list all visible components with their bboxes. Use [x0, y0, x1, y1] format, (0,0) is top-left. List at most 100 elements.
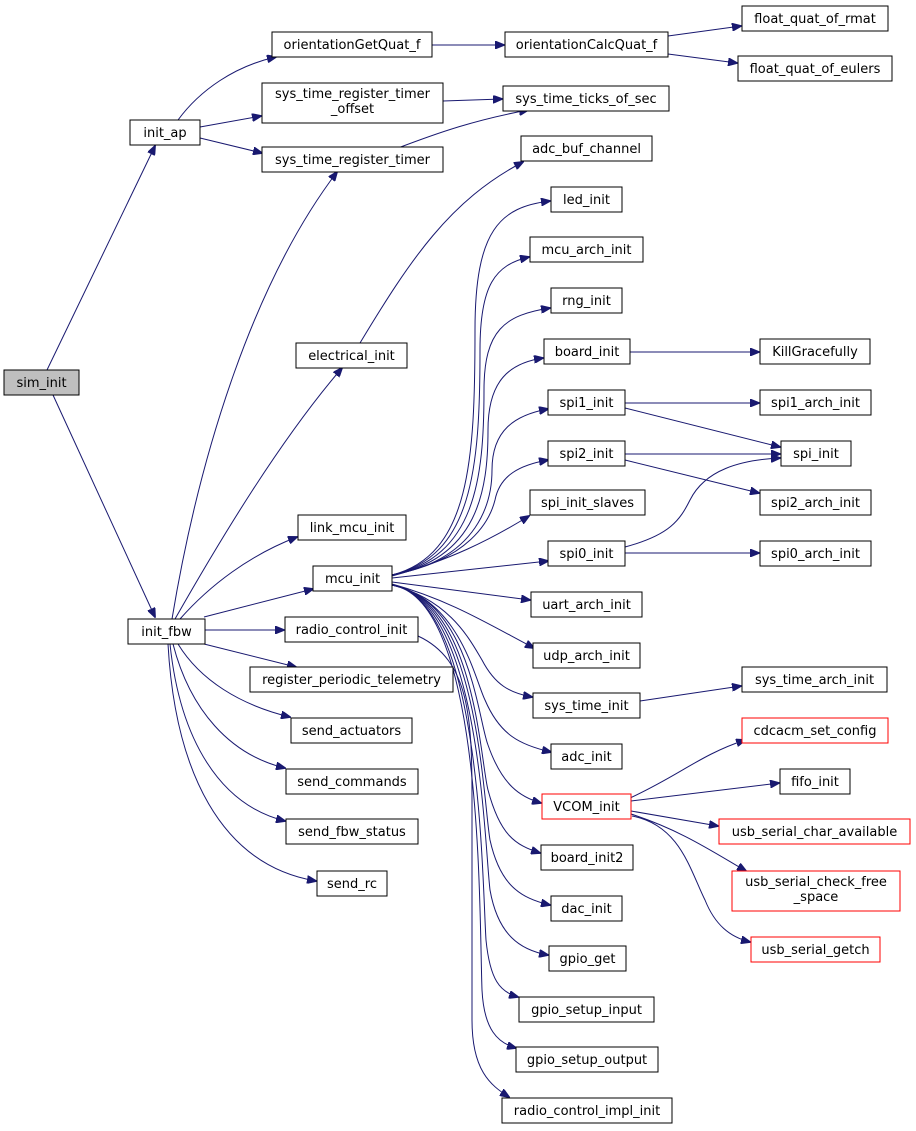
node-spi1_init[interactable]: spi1_init: [547, 389, 626, 416]
node-electrical_init[interactable]: electrical_init: [295, 342, 408, 369]
node-label: VCOM_init: [553, 800, 619, 815]
edges: [46, 26, 780, 1097]
edge-electrical_init-adc_buf_channel: [359, 162, 523, 344]
node-spi2_arch_init[interactable]: spi2_arch_init: [759, 489, 872, 516]
edge-mcu_init-adc_init: [391, 584, 551, 752]
edge-mcu_init-rng_init: [391, 308, 550, 576]
node-gpio_get[interactable]: gpio_get: [548, 945, 627, 972]
node-usb_serial_getch[interactable]: usb_serial_getch: [750, 936, 881, 963]
node-orientationCalcQuat_f[interactable]: orientationCalcQuat_f: [504, 31, 669, 58]
node-label: orientationGetQuat_f: [284, 38, 421, 53]
node-spi0_arch_init[interactable]: spi0_arch_init: [759, 540, 872, 567]
edge-spi1_init-spi_init: [624, 407, 780, 447]
node-sim_init[interactable]: sim_init: [3, 369, 80, 396]
node-init_ap[interactable]: init_ap: [129, 119, 201, 146]
node-label: rng_init: [562, 294, 611, 309]
node-send_rc[interactable]: send_rc: [316, 870, 388, 897]
edge-init_fbw-send_rc: [167, 643, 316, 881]
node-init_fbw[interactable]: init_fbw: [127, 618, 206, 645]
edge-init_fbw-link_mcu_init: [179, 537, 297, 620]
edge-init_fbw-electrical_init: [174, 368, 342, 620]
edge-sys_time_register_timer_offset-sys_time_ticks_of_sec: [442, 99, 502, 101]
node-KillGracefully[interactable]: KillGracefully: [759, 338, 871, 365]
node-label: float_quat_of_rmat: [754, 12, 876, 27]
node-fifo_init[interactable]: fifo_init: [779, 768, 851, 795]
node-spi_init_slaves[interactable]: spi_init_slaves: [529, 489, 646, 516]
node-radio_control_init[interactable]: radio_control_init: [284, 616, 419, 643]
edge-mcu_init-gpio_setup_output: [391, 584, 516, 1048]
node-send_actuators[interactable]: send_actuators: [290, 717, 413, 744]
edge-init_ap-sys_time_register_timer_offset: [199, 116, 261, 128]
node-sys_time_register_timer_offset[interactable]: sys_time_register_timer _offset: [261, 82, 444, 124]
node-label: led_init: [563, 193, 610, 208]
node-label: cdcacm_set_config: [754, 724, 877, 739]
node-sys_time_init[interactable]: sys_time_init: [532, 692, 641, 719]
node-label: spi1_arch_init: [771, 396, 860, 411]
node-usb_serial_char_available[interactable]: usb_serial_char_available: [718, 818, 911, 845]
node-label: usb_serial_char_available: [732, 825, 897, 840]
node-send_fbw_status[interactable]: send_fbw_status: [285, 818, 419, 845]
node-spi0_init[interactable]: spi0_init: [547, 540, 626, 567]
node-led_init[interactable]: led_init: [550, 186, 623, 213]
edge-VCOM_init-cdcacm_set_config: [629, 740, 745, 799]
node-label: board_init2: [551, 851, 624, 866]
node-label: spi_init_slaves: [541, 496, 634, 511]
node-label: gpio_setup_output: [527, 1053, 647, 1068]
node-uart_arch_init[interactable]: uart_arch_init: [530, 591, 643, 618]
node-label: link_mcu_init: [310, 521, 395, 536]
edge-mcu_init-sys_time_init: [391, 584, 532, 697]
node-label: spi2_arch_init: [771, 496, 860, 511]
node-link_mcu_init[interactable]: link_mcu_init: [297, 514, 407, 541]
edge-VCOM_init-usb_serial_getch: [631, 815, 750, 942]
node-spi1_arch_init[interactable]: spi1_arch_init: [759, 389, 872, 416]
node-float_quat_of_eulers[interactable]: float_quat_of_eulers: [737, 55, 893, 82]
node-label-line2: _space: [793, 890, 839, 905]
node-udp_arch_init[interactable]: udp_arch_init: [532, 642, 641, 669]
node-float_quat_of_rmat[interactable]: float_quat_of_rmat: [741, 5, 889, 32]
edge-mcu_init-udp_arch_init: [391, 583, 534, 648]
node-label: uart_arch_init: [542, 598, 631, 613]
node-gpio_setup_input[interactable]: gpio_setup_input: [518, 996, 655, 1023]
node-label: fifo_init: [791, 775, 839, 790]
nodes: sim_init init_ap init_fbw orientationGet…: [3, 5, 911, 1124]
edge-VCOM_init-usb_serial_check_free_space: [630, 813, 746, 871]
node-rng_init[interactable]: rng_init: [550, 287, 623, 314]
node-gpio_setup_output[interactable]: gpio_setup_output: [515, 1046, 659, 1073]
node-label: sim_init: [16, 376, 66, 391]
edge-init_fbw-register_periodic_telemetry: [199, 642, 296, 667]
node-sys_time_arch_init[interactable]: sys_time_arch_init: [741, 666, 888, 693]
edge-mcu_init-spi0_init: [391, 561, 548, 579]
node-orientationGetQuat_f[interactable]: orientationGetQuat_f: [271, 31, 433, 58]
node-label: adc_buf_channel: [532, 142, 641, 157]
edge-sim_init-init_ap: [46, 146, 155, 371]
node-adc_init[interactable]: adc_init: [550, 743, 623, 770]
edge-sim_init-init_fbw: [52, 394, 155, 617]
node-sys_time_register_timer[interactable]: sys_time_register_timer: [261, 146, 444, 173]
node-label: float_quat_of_eulers: [750, 62, 881, 77]
node-spi2_init[interactable]: spi2_init: [547, 440, 626, 467]
node-label: radio_control_init: [296, 623, 408, 638]
node-board_init[interactable]: board_init: [543, 338, 631, 365]
node-mcu_init[interactable]: mcu_init: [312, 565, 393, 592]
edge-mcu_init-mcu_arch_init: [391, 257, 529, 576]
edge-spi2_init-spi2_arch_init: [624, 459, 759, 493]
node-mcu_arch_init[interactable]: mcu_arch_init: [529, 236, 644, 263]
node-label-line1: usb_serial_check_free: [745, 875, 887, 890]
node-dac_init[interactable]: dac_init: [550, 895, 623, 922]
node-label: send_commands: [297, 775, 407, 790]
node-label: sys_time_register_timer: [275, 153, 431, 168]
node-adc_buf_channel[interactable]: adc_buf_channel: [520, 135, 653, 162]
node-cdcacm_set_config[interactable]: cdcacm_set_config: [741, 717, 889, 744]
node-register_periodic_telemetry[interactable]: register_periodic_telemetry: [249, 666, 454, 693]
node-VCOM_init[interactable]: VCOM_init: [541, 793, 632, 820]
node-label: adc_init: [561, 750, 611, 765]
node-radio_control_impl_init[interactable]: radio_control_impl_init: [501, 1097, 673, 1124]
edge-mcu_init-spi2_init: [391, 460, 548, 576]
node-spi_init[interactable]: spi_init: [780, 440, 852, 467]
node-usb_serial_check_free_space[interactable]: usb_serial_check_free _space: [731, 870, 901, 912]
node-sys_time_ticks_of_sec[interactable]: sys_time_ticks_of_sec: [502, 85, 670, 112]
node-send_commands[interactable]: send_commands: [285, 768, 419, 795]
node-board_init2[interactable]: board_init2: [540, 844, 634, 871]
edge-init_fbw-send_fbw_status: [169, 643, 285, 821]
